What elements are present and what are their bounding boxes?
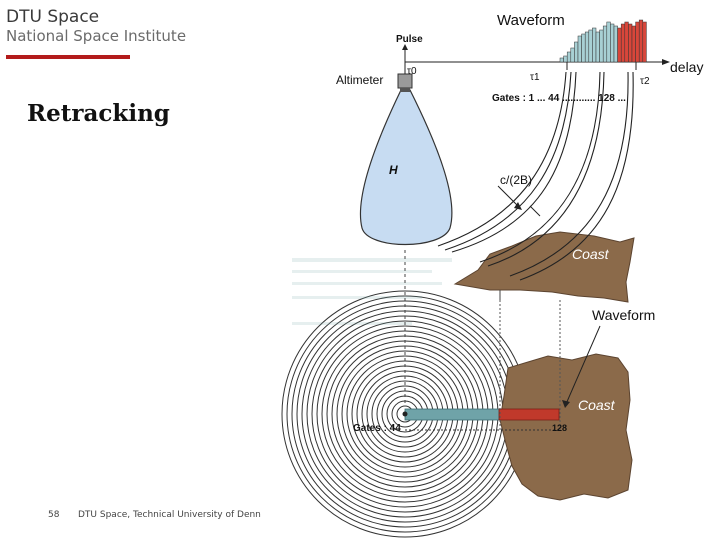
waveform-water-bar xyxy=(584,31,590,63)
footer-text: DTU Space, Technical University of Denn xyxy=(78,510,261,520)
waveform-water-bar xyxy=(581,33,586,63)
tau1-label: τ1 xyxy=(530,72,540,83)
pulse-label: Pulse xyxy=(396,34,423,45)
waveform-coast-bar xyxy=(624,21,629,63)
pulse-arrow xyxy=(402,44,408,50)
waveform-water-bar xyxy=(559,57,564,63)
gate-128-label: 128 xyxy=(552,423,567,433)
waveform-water-bar xyxy=(610,23,615,63)
coast-bottom-label: Coast xyxy=(578,397,616,413)
altimeter-label: Altimeter xyxy=(336,73,383,87)
waveform-coast-bar xyxy=(635,21,640,63)
tau2-label: τ2 xyxy=(640,76,650,87)
waveform-water-bar xyxy=(595,31,600,63)
waveform-water-bar xyxy=(574,41,579,63)
radar-footprint-beam xyxy=(359,89,453,245)
logo-title: DTU Space xyxy=(6,7,100,27)
waveform-water-bar xyxy=(563,55,568,63)
height-label: H xyxy=(389,163,398,177)
water-gates-bar xyxy=(404,408,501,421)
bandwidth-arrow-line xyxy=(497,185,519,207)
gates-bottom-label: Gates : 44 xyxy=(353,423,401,434)
waveform-pointer-arrow xyxy=(562,400,570,408)
bandwidth-label: c/(2B) xyxy=(500,173,532,187)
nadir-point xyxy=(402,411,408,417)
waveform-water-bar xyxy=(613,25,618,63)
logo-subtitle: National Space Institute xyxy=(6,27,187,45)
logo-rule xyxy=(6,55,130,59)
waveform-water-bar xyxy=(566,51,572,63)
waveform-title: Waveform xyxy=(497,12,565,29)
coast-lower-land xyxy=(499,353,633,501)
slide-title: Retracking xyxy=(27,100,170,127)
range-arcs xyxy=(437,71,634,281)
delay-arrow xyxy=(662,59,670,65)
waveform-water-bar xyxy=(588,29,593,63)
waveform-bars xyxy=(559,19,647,63)
tau0-label: τ0 xyxy=(407,66,417,77)
waveform-coast-bar xyxy=(617,27,622,63)
waveform-coast-bar xyxy=(620,23,626,63)
coast-gates-bar xyxy=(498,408,560,421)
gates-top-label: Gates : 1 ... 44 ............ 128 ... xyxy=(492,93,626,104)
background-texture xyxy=(292,258,452,325)
waveform-lower-label: Waveform xyxy=(592,307,655,323)
delay-label: delay xyxy=(670,59,703,75)
waveform-water-bar xyxy=(602,25,608,63)
waveform-water-bar xyxy=(592,27,597,63)
bandwidth-arrowhead xyxy=(514,202,522,210)
waveform-coast-bar xyxy=(631,25,636,63)
coast-upper-land xyxy=(453,231,635,303)
bandwidth-arrow-line-2 xyxy=(529,205,541,217)
waveform-water-bar xyxy=(570,47,575,63)
waveform-coast-bar xyxy=(642,21,647,63)
waveform-coast-bar xyxy=(628,23,633,63)
waveform-water-bar xyxy=(577,35,582,63)
waveform-pointer-line xyxy=(565,325,601,405)
waveform-water-bar xyxy=(606,21,611,63)
page-number: 58 xyxy=(48,510,60,520)
coast-top-label: Coast xyxy=(572,246,610,262)
waveform-coast-bar xyxy=(638,19,644,63)
waveform-water-bar xyxy=(599,29,604,63)
altimeter-antenna xyxy=(400,88,410,92)
